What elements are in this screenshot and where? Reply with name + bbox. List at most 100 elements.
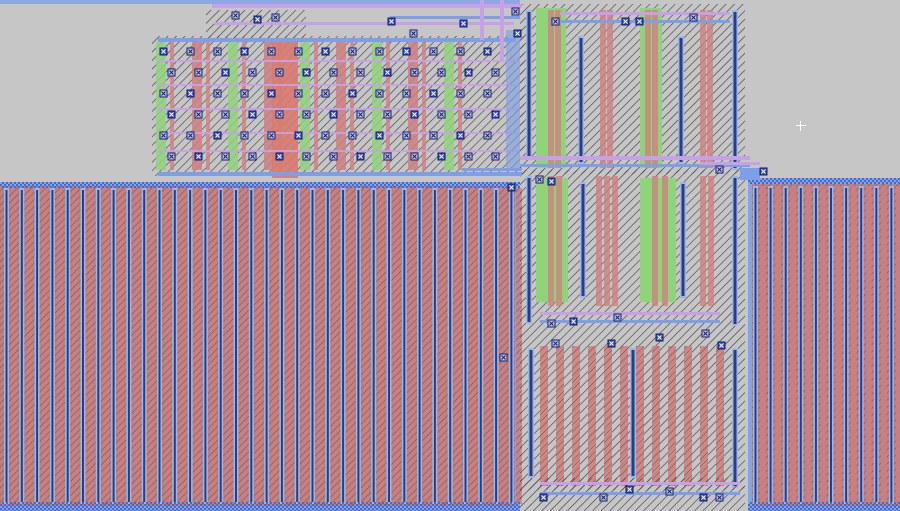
contact-cross: [255, 17, 260, 22]
finger-core: [326, 190, 329, 502]
logic-cell-column: [372, 42, 382, 170]
contact-cross: [169, 154, 174, 159]
contact-cross: [323, 133, 328, 138]
contact-cross: [250, 70, 255, 75]
finger-core: [769, 188, 772, 502]
finger-core: [449, 190, 452, 502]
contact-cross: [358, 112, 363, 117]
center-poly: [652, 10, 658, 168]
finger-core: [464, 190, 467, 502]
logic-metal2-track: [158, 150, 518, 152]
contact-cross: [412, 154, 417, 159]
route-vertical: [500, 0, 504, 60]
contact-cross: [188, 91, 193, 96]
top-bus: [0, 0, 520, 4]
route-metal2: [214, 22, 514, 25]
logic-cell-column: [228, 42, 238, 170]
contact-cross: [515, 31, 520, 36]
finger-core: [296, 190, 299, 502]
finger-poly: [850, 186, 857, 504]
contact-cross: [431, 133, 436, 138]
logic-poly-line: [170, 42, 174, 170]
logic-poly-line: [242, 42, 246, 170]
contact-cross: [161, 133, 166, 138]
finger-poly-hatch: [118, 188, 125, 504]
route-metal1: [740, 168, 760, 180]
contact-cross: [323, 49, 328, 54]
center-metal-core: [733, 350, 737, 486]
logic-poly-line: [422, 42, 426, 170]
finger-core: [479, 190, 482, 502]
array-top-rail-right: [748, 178, 900, 184]
contact-cross: [411, 31, 416, 36]
contact-cross: [273, 15, 278, 20]
finger-core: [219, 190, 222, 502]
contact-cross: [304, 154, 309, 159]
contact-cross: [719, 343, 724, 348]
finger-poly: [880, 186, 887, 504]
logic-cell-column: [336, 42, 346, 170]
contact-cross: [215, 133, 220, 138]
finger-poly-hatch: [148, 188, 155, 504]
finger-core: [403, 190, 406, 502]
center-metal-core: [527, 178, 531, 322]
center-metal-core: [581, 184, 585, 296]
finger-poly-hatch: [301, 188, 308, 504]
array-bottom-rail-right: [748, 502, 900, 511]
finger-core: [82, 190, 84, 502]
contact-cross: [304, 112, 309, 117]
finger-poly: [820, 186, 827, 504]
contact-cross: [385, 154, 390, 159]
contact-cross: [233, 13, 238, 18]
contact-cross: [466, 154, 471, 159]
contact-cross: [623, 19, 628, 24]
contact-cross: [615, 315, 620, 320]
contact-cross: [331, 112, 336, 117]
contact-cross: [466, 70, 471, 75]
finger-poly-hatch: [393, 188, 400, 504]
logic-metal2-track: [158, 132, 518, 134]
contact-cross: [161, 49, 166, 54]
contact-cross: [537, 177, 542, 182]
contact-cross: [358, 70, 363, 75]
contact-cross: [250, 112, 255, 117]
finger-core: [357, 190, 360, 502]
center-metal-core: [527, 12, 531, 158]
finger-core: [830, 188, 832, 502]
contact-cross: [637, 19, 642, 24]
contact-cross: [196, 112, 201, 117]
contact-cross: [404, 133, 409, 138]
route-metal2: [540, 312, 720, 315]
finger-poly-hatch: [271, 188, 278, 504]
center-poly-hatch: [684, 346, 692, 486]
finger-poly-hatch: [102, 188, 109, 504]
logic-poly-line: [206, 42, 210, 170]
finger-poly-hatch: [11, 188, 17, 504]
finger-core: [127, 190, 130, 502]
finger-poly-hatch: [332, 188, 339, 504]
contact-cross: [377, 133, 382, 138]
center-poly: [700, 10, 706, 168]
route-metal1: [560, 20, 730, 23]
contact-cross: [196, 154, 201, 159]
center-poly-hatch: [620, 346, 628, 486]
contact-cross: [667, 489, 672, 494]
crosshair-cursor-icon: [796, 121, 806, 131]
finger-core: [510, 190, 513, 502]
finger-core: [433, 190, 436, 502]
contact-cross: [513, 9, 518, 14]
logic-rail-top: [158, 38, 516, 42]
logic-metal2-track: [158, 60, 518, 62]
finger-core: [799, 188, 802, 502]
finger-core: [265, 190, 268, 502]
finger-poly-hatch: [454, 188, 461, 504]
finger-poly: [895, 186, 900, 504]
contact-cross: [269, 49, 274, 54]
center-transistor-blocks: [520, 4, 745, 511]
contact-cross: [389, 19, 394, 24]
finger-poly-hatch: [26, 188, 33, 504]
center-poly: [612, 176, 618, 306]
contact-cross: [493, 70, 498, 75]
finger-core: [204, 190, 207, 502]
